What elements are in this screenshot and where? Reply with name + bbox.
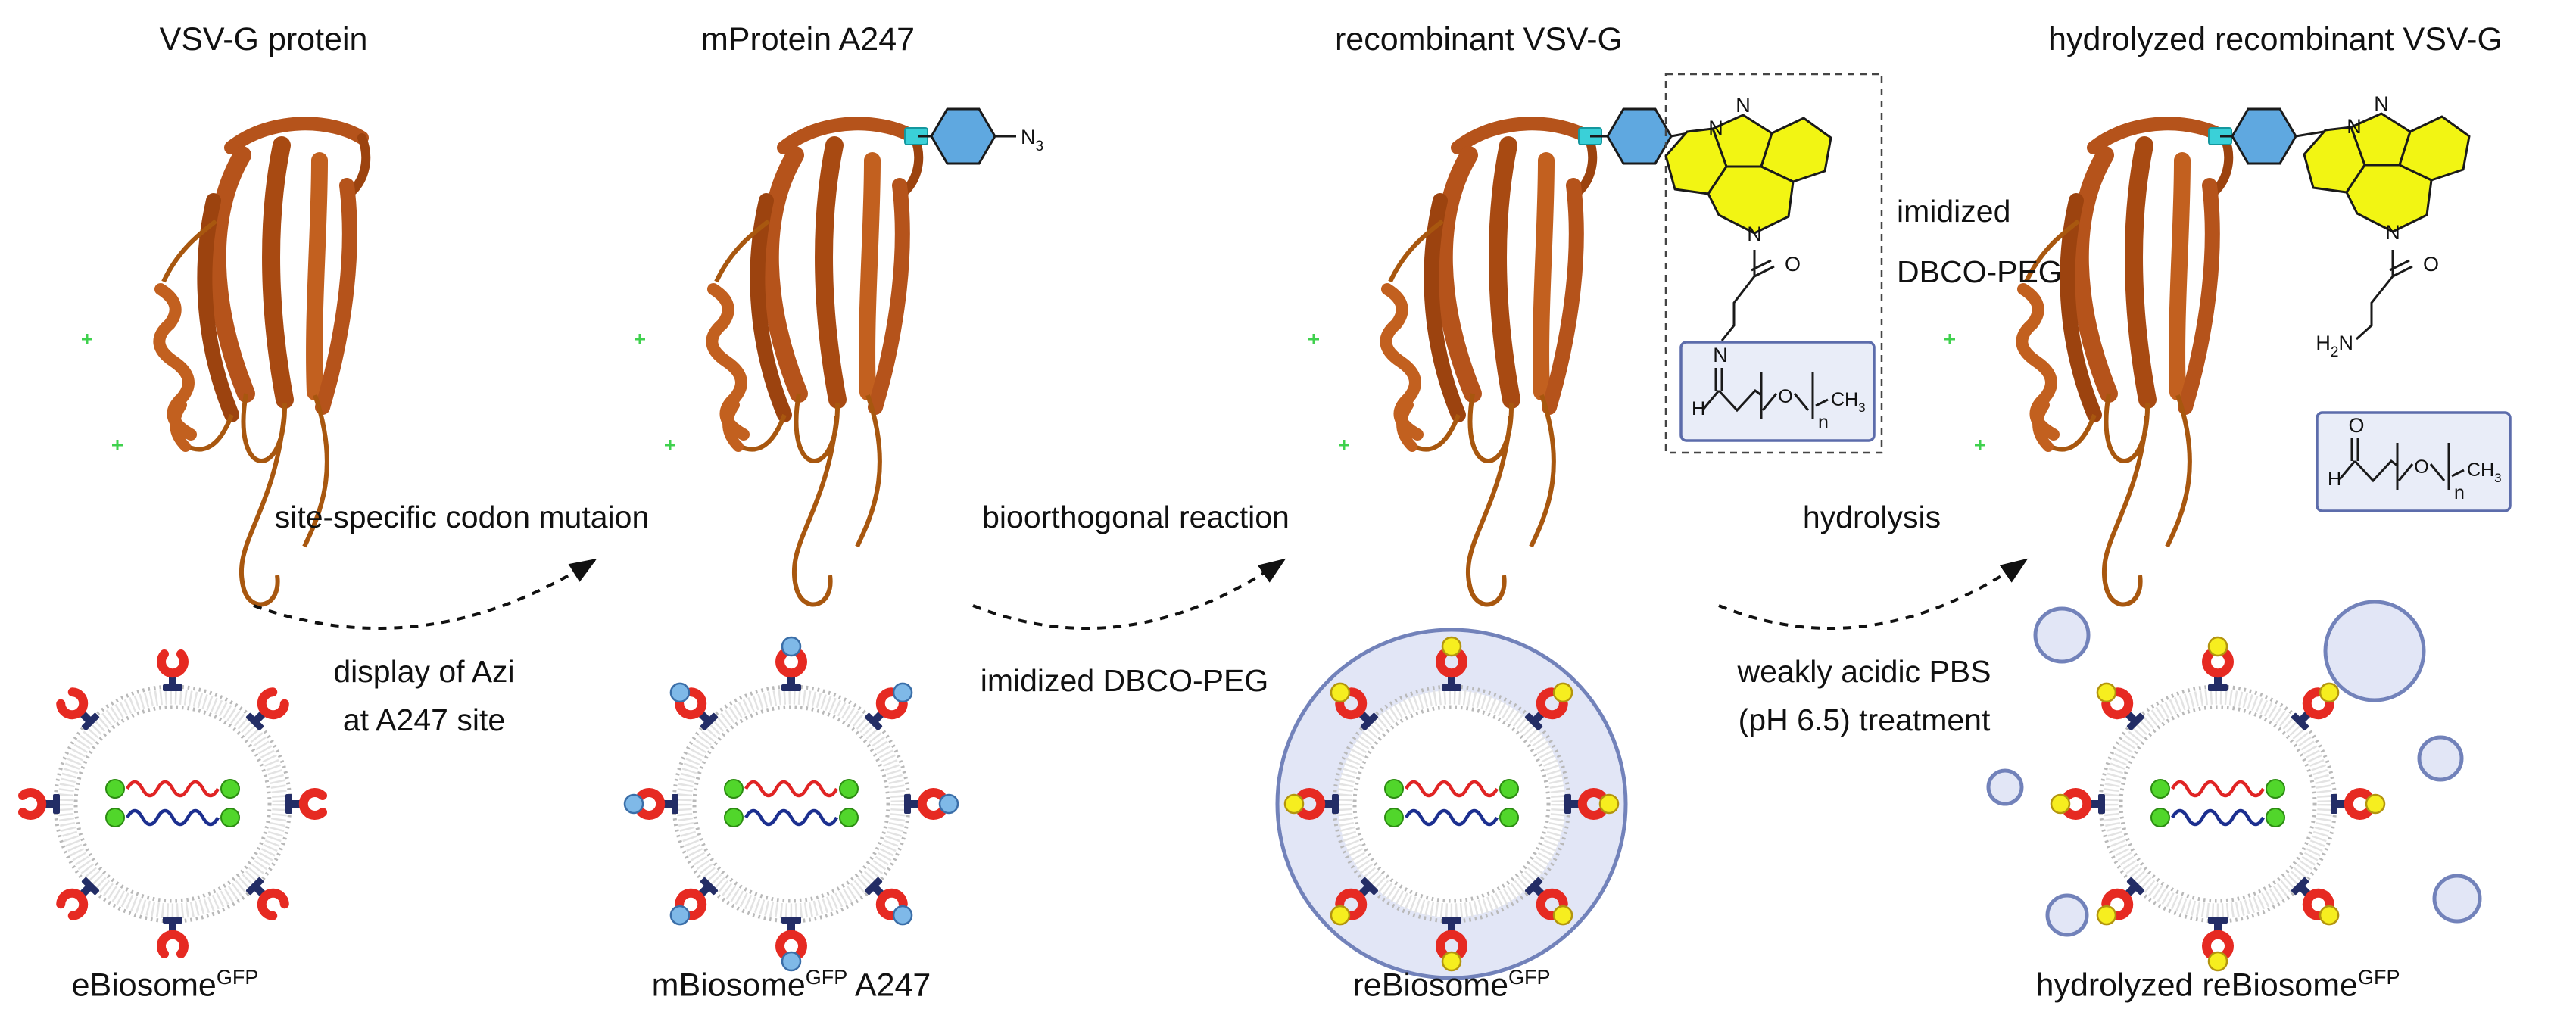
arrow2-bottom-label: imidized DBCO-PEG — [981, 657, 1268, 706]
carbonyl-o: O — [1785, 253, 1801, 276]
arrow1-bottom-label: display of Azi at A247 site — [333, 648, 514, 744]
dashed-reaction-arrow-1 — [253, 558, 597, 630]
peg-chain-box-icon — [2316, 411, 2512, 512]
rebiosome-gfp — [1275, 628, 1628, 980]
stage-title-2: mProtein A247 — [700, 21, 915, 58]
dashed-reaction-arrow-2 — [972, 558, 1286, 631]
biosome-label-4: hydrolyzed reBiosomeGFP — [2036, 966, 2400, 1004]
arrow2-top-label: bioorthogonal reaction — [982, 500, 1290, 534]
arrow3-bottom-label: weakly acidic PBS (pH 6.5) treatment — [1738, 648, 1991, 744]
arrow3-bottom-line2: (pH 6.5) treatment — [1738, 702, 1991, 737]
mbiosome-gfp-a247 — [623, 636, 959, 972]
carbonyl-o: O — [2423, 253, 2439, 276]
dbco-triazole-rings-icon — [1664, 92, 1832, 247]
stage-title-4: hydrolyzed recombinant VSV-G — [2048, 21, 2503, 58]
arrow3-bottom-line1: weakly acidic PBS — [1737, 654, 1991, 689]
dashed-reaction-arrow-3 — [1718, 558, 2029, 631]
stage-title-1: VSV-G protein — [159, 21, 368, 58]
released-peg-vesicle — [2323, 600, 2426, 702]
arrow2-bottom-line1: imidized DBCO-PEG — [980, 663, 1269, 698]
phenyl-ring-icon — [930, 107, 996, 165]
biosome-label-3-base: reBiosome — [1352, 967, 1509, 1004]
stage-title-3: recombinant VSV-G — [1334, 21, 1623, 58]
dbco-peg-note: DBCO-PEG — [1897, 254, 2063, 289]
protein-ribbon-2 — [635, 123, 918, 604]
arrow1-bottom-line1: display of Azi — [333, 654, 515, 689]
stage3-dbco-peg-group: O N — [1578, 73, 1883, 454]
hydrolyzed-rebiosome-gfp — [1986, 600, 2482, 972]
amine-h2n: H2N — [2316, 332, 2353, 360]
aldehyde-o: O — [2348, 414, 2364, 437]
imidized-note: imidized — [1897, 194, 2011, 229]
biosome-label-4-sup: GFP — [2357, 966, 2400, 989]
biosome-label-2: mBiosomeGFP A247 — [652, 966, 931, 1004]
arrow1-top-label: site-specific codon mutaion — [274, 500, 650, 534]
imine-n: N — [1713, 344, 1728, 366]
biosome-label-1-base: eBiosome — [71, 967, 217, 1004]
biosome-label-2-sup: GFP — [805, 966, 848, 989]
ebiosome-gfp — [23, 654, 323, 954]
phenyl-ring-icon — [1606, 107, 1673, 165]
arrow3-top-label: hydrolysis — [1802, 500, 1941, 534]
released-peg-vesicle — [2045, 893, 2089, 937]
released-peg-vesicle — [2033, 606, 2091, 664]
phenyl-ring-icon — [2231, 107, 2297, 165]
biosome-label-4-base: hydrolyzed reBiosome — [2035, 967, 2358, 1004]
biosome-label-3: reBiosomeGFP — [1352, 966, 1550, 1004]
released-peg-vesicle — [2417, 735, 2464, 782]
protein-ribbon-3 — [1308, 123, 1592, 604]
biosome-label-3-sup: GFP — [1508, 966, 1551, 989]
biosome-label-2-suffix: A247 — [847, 967, 931, 1004]
released-peg-vesicle — [2432, 874, 2482, 924]
dbco-triazole-rings-icon — [2303, 91, 2471, 245]
biosome-label-1: eBiosomeGFP — [72, 966, 259, 1004]
biosome-label-1-sup: GFP — [216, 966, 259, 989]
stage4-hydrolyzed-group: O H2N O — [2208, 91, 2512, 512]
dashed-outline-box — [1664, 73, 1883, 454]
azide-group-label: N3 — [1021, 126, 1043, 154]
biosome-label-2-base: mBiosome — [651, 967, 806, 1004]
peg-chain-box-icon — [1679, 341, 1876, 442]
released-peg-vesicle — [1986, 768, 2024, 806]
stage2-azide-group: N3 — [904, 107, 1043, 165]
arrow1-bottom-line2: at A247 site — [342, 702, 506, 737]
